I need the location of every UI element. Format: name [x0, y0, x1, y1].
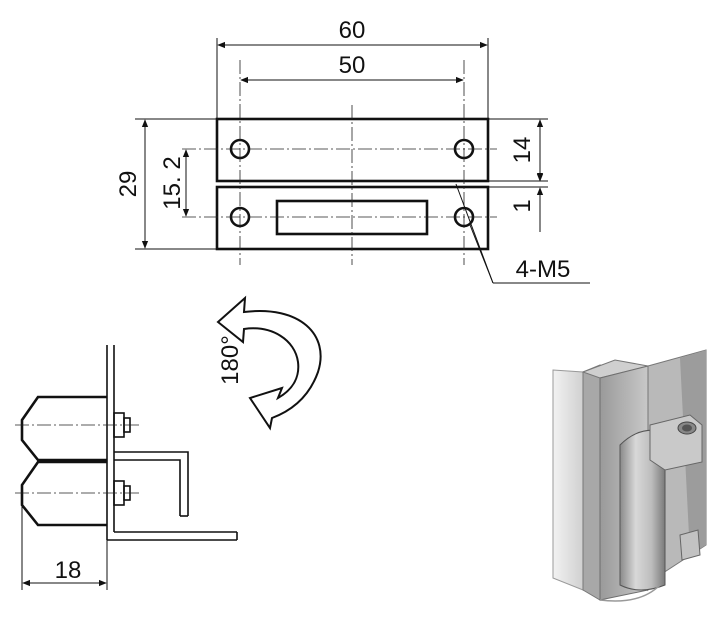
dim-depth: 18	[55, 557, 82, 584]
dim-hole-vertical: 15. 2	[159, 156, 186, 209]
upper-leaf	[215, 117, 490, 183]
hinge-product-photo	[552, 349, 707, 602]
front-view: 60 50 29 15. 2 14 1 4-M5	[115, 17, 590, 284]
screw-spec-label: 4-M5	[516, 256, 571, 283]
dim-overall-width: 60	[339, 17, 366, 44]
lower-leaf	[215, 185, 490, 251]
rotation-label: 180°	[217, 335, 244, 385]
dim-overall-height: 29	[115, 171, 142, 198]
rotation-arrow-icon	[216, 295, 322, 431]
dim-gap: 1	[509, 199, 536, 212]
dim-hole-spacing: 50	[339, 52, 366, 79]
side-view: 18	[15, 345, 238, 590]
dim-leaf-height: 14	[509, 137, 536, 164]
